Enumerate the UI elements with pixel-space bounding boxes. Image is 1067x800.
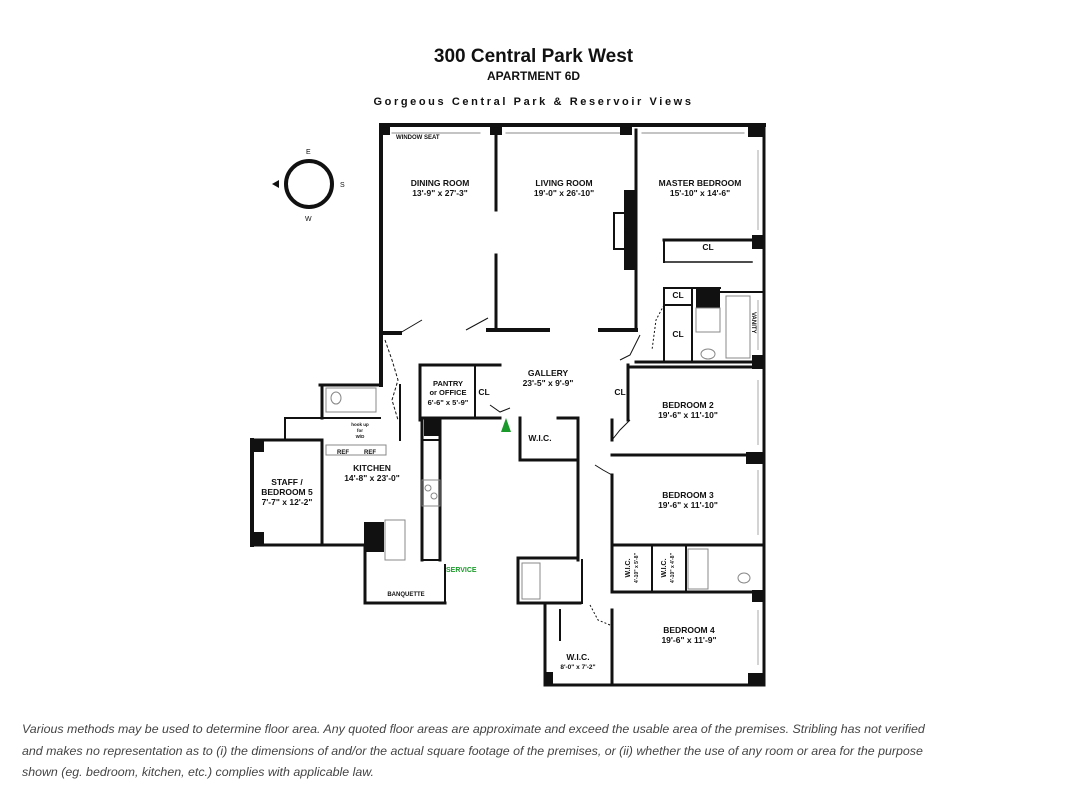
wic-hall-label: W.I.C. bbox=[528, 433, 551, 443]
doors bbox=[384, 304, 665, 626]
compass-icon: E S W bbox=[272, 149, 345, 223]
kitchen-dims: 14'-8" x 23'-0" bbox=[344, 473, 400, 483]
wall-columns bbox=[250, 123, 764, 685]
disclaimer-line-3: shown (eg. bedroom, kitchen, etc.) compl… bbox=[22, 765, 374, 779]
bedroom-3-label: BEDROOM 3 bbox=[662, 490, 714, 500]
hookup-label-3: W/D bbox=[356, 434, 365, 439]
wic-lower-label: W.I.C. bbox=[566, 652, 589, 662]
pantry-closet-label: CL bbox=[478, 387, 489, 397]
hookup-label-2: for bbox=[357, 428, 363, 433]
banquette-label: BANQUETTE bbox=[387, 592, 424, 598]
disclaimer: Various methods may be used to determine… bbox=[22, 719, 1052, 784]
bedroom-2-dims: 19'-6" x 11'-10" bbox=[658, 410, 718, 420]
gallery-label: GALLERY bbox=[528, 368, 569, 378]
bedroom-4-dims: 19'-6" x 11'-9" bbox=[661, 635, 716, 645]
master-bedroom-dims: 15'-10" x 14'-6" bbox=[670, 188, 730, 198]
pantry-label-1: PANTRY bbox=[433, 379, 463, 388]
dining-room-label: DINING ROOM bbox=[411, 178, 470, 188]
fixtures bbox=[325, 295, 751, 600]
wic-a-dims: 4'-10" x 5'-8" bbox=[634, 552, 640, 583]
walls bbox=[250, 123, 766, 687]
hookup-label-1: hook up bbox=[351, 422, 369, 427]
address-title: 300 Central Park West bbox=[433, 46, 634, 67]
pantry-label-2: or OFFICE bbox=[429, 388, 466, 397]
window-seat-label: WINDOW SEAT bbox=[396, 135, 440, 141]
master-closet-2-label: CL bbox=[672, 290, 683, 300]
disclaimer-line-2: and makes no representation as to (i) th… bbox=[22, 743, 923, 758]
master-closet-label: CL bbox=[702, 242, 713, 252]
disclaimer-line-1: Various methods may be used to determine… bbox=[22, 722, 925, 736]
pantry-dims: 6'-6" x 5'-9" bbox=[428, 398, 469, 407]
compass-north-label: E bbox=[306, 149, 311, 156]
wic-lower-dims: 8'-0" x 7'-2" bbox=[560, 664, 595, 671]
compass-east-label: S bbox=[340, 182, 345, 189]
apartment-subtitle: APARTMENT 6D bbox=[486, 69, 581, 83]
living-room-dims: 19'-0" x 26'-10" bbox=[534, 188, 594, 198]
views-tagline: Gorgeous Central Park & Reservoir Views bbox=[373, 96, 694, 108]
ref-label-1: REF bbox=[337, 450, 349, 456]
master-closet-3-label: CL bbox=[672, 329, 683, 339]
staff-label-1: STAFF / bbox=[271, 477, 303, 487]
living-room-label: LIVING ROOM bbox=[535, 178, 592, 188]
floor-plan: E S W bbox=[250, 123, 766, 687]
vanity-label: VANITY bbox=[750, 312, 756, 334]
bedroom-4-label: BEDROOM 4 bbox=[663, 625, 715, 635]
fireplace-label: FP bbox=[622, 227, 628, 235]
entry-arrow-icon bbox=[501, 418, 511, 432]
wic-a-label: W.I.C. bbox=[625, 558, 632, 577]
master-bedroom-label: MASTER BEDROOM bbox=[659, 178, 742, 188]
wic-b-dims: 4'-10" x 4'-8" bbox=[670, 552, 676, 583]
bedroom-3-dims: 19'-6" x 11'-10" bbox=[658, 500, 718, 510]
compass-south-label: W bbox=[305, 216, 312, 223]
staff-label-2: BEDROOM 5 bbox=[261, 487, 313, 497]
service-entrance-label: SERVICE bbox=[446, 567, 477, 574]
staff-dims: 7'-7" x 12'-2" bbox=[262, 497, 313, 507]
bedroom-2-label: BEDROOM 2 bbox=[662, 400, 714, 410]
gallery-closet-label: CL bbox=[614, 387, 625, 397]
dining-room-dims: 13'-9" x 27'-3" bbox=[412, 188, 468, 198]
kitchen-label: KITCHEN bbox=[353, 463, 391, 473]
wic-b-label: W.I.C. bbox=[661, 558, 668, 577]
gallery-dims: 23'-5" x 9'-9" bbox=[523, 378, 574, 388]
ref-label-2: REF bbox=[364, 450, 376, 456]
